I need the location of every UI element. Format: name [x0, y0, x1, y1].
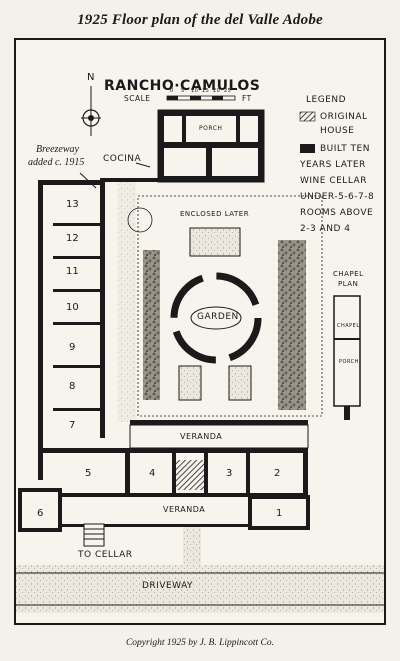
legend-later-line1: BUILT TEN: [320, 144, 370, 154]
scale-tick-0: 0: [170, 88, 174, 94]
porch-building: [157, 109, 265, 183]
legend-original-line2: HOUSE: [320, 126, 355, 136]
veranda-outer-label: VERANDA: [163, 505, 206, 514]
room-1: 1: [276, 508, 283, 519]
page-title: 1925 Floor plan of the del Valle Adobe: [77, 12, 323, 28]
scale-tick-25: 25: [224, 88, 232, 94]
scale-label: SCALE: [124, 94, 151, 103]
scale-tick-15: 15: [202, 88, 210, 94]
room-10: 10: [66, 302, 79, 313]
chapel-room-label: CHAPEL: [337, 323, 360, 329]
veranda-inner-label: VERANDA: [180, 432, 223, 441]
breezeway-note-line2: added c. 1915: [28, 157, 85, 168]
legend-note-4: 2-3 AND 4: [300, 224, 351, 234]
scale-tick-10: 10: [191, 88, 199, 94]
room-9: 9: [69, 342, 76, 353]
north-label: N: [87, 72, 95, 83]
chapel-title-line1: CHAPEL: [333, 270, 364, 278]
legend-title: LEGEND: [306, 95, 347, 105]
driveway-area: [16, 565, 384, 613]
cocina-label: COCINA: [103, 154, 142, 164]
legend-later-line2: YEARS LATER: [300, 160, 366, 170]
enclosed-later-label: ENCLOSED LATER: [180, 210, 250, 218]
compass: [81, 86, 101, 136]
room-12: 12: [66, 233, 79, 244]
room-5: 5: [85, 468, 92, 479]
room-11: 11: [66, 266, 79, 277]
cellar-stairs: [83, 523, 105, 547]
room-6: 6: [37, 508, 44, 519]
driveway-label: DRIVEWAY: [142, 581, 194, 591]
room-3: 3: [226, 468, 233, 479]
breezeway-note-line1: Breezeway: [36, 144, 79, 155]
room-13: 13: [66, 199, 79, 210]
scale-bar: [166, 95, 236, 101]
garden: [127, 195, 323, 417]
bottom-wing: [18, 448, 310, 532]
to-cellar-label: TO CELLAR: [78, 550, 133, 560]
chapel-plan: [333, 295, 361, 420]
porch-top-label: PORCH: [199, 125, 223, 132]
chapel-porch-label: PORCH: [339, 359, 359, 365]
room-2: 2: [274, 468, 281, 479]
legend-note-1: WINE CELLAR: [300, 176, 367, 186]
garden-label: GARDEN: [197, 312, 239, 322]
copyright: Copyright 1925 by J. B. Lippincott Co.: [125, 638, 275, 648]
legend-note-3: ROOMS ABOVE: [300, 208, 374, 218]
legend-note-2: UNDER-5-6-7-8: [300, 192, 375, 202]
left-wing: [38, 180, 105, 480]
plan-title: RANCHO·CAMULOS: [104, 78, 261, 94]
room-4: 4: [149, 468, 156, 479]
room-7: 7: [69, 420, 76, 431]
scale-tick-5: 5: [181, 88, 185, 94]
chapel-title-line2: PLAN: [338, 280, 359, 288]
scale-tick-20: 20: [213, 88, 221, 94]
room-8: 8: [69, 381, 76, 392]
scale-unit: FT: [242, 94, 252, 103]
legend-swatch-original: [299, 111, 316, 122]
legend-swatch-later: [300, 144, 315, 153]
legend-original-line1: ORIGINAL: [320, 112, 368, 122]
